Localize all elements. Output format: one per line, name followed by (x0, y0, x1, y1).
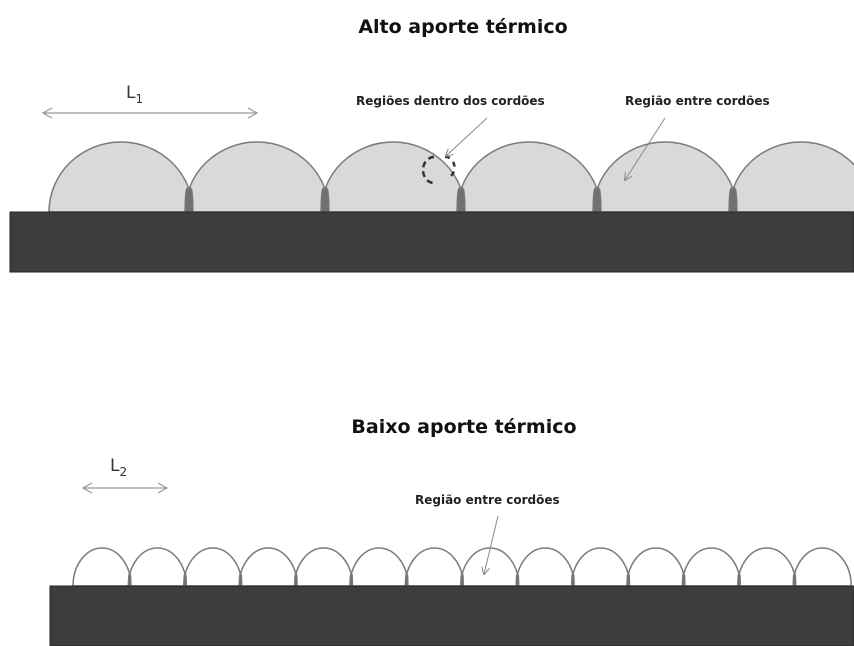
bottom-dimension-arrow (81, 482, 169, 494)
top-overlap-row (184, 187, 738, 213)
bottom-bead (792, 547, 852, 587)
top-overlap-region (592, 187, 602, 213)
bottom-overlap-region (404, 573, 409, 587)
top-overlap-region (456, 187, 466, 213)
bottom-overlap-region (183, 573, 188, 587)
bottom-overlap-region (515, 573, 520, 587)
bottom-overlap-region (293, 573, 298, 587)
top-bead (320, 141, 466, 213)
bottom-overlap-region (737, 573, 742, 587)
top-overlap-region (320, 187, 330, 213)
bottom-overlap-region (570, 573, 575, 587)
bottom-bead (349, 547, 409, 587)
top-dimension-label: L1 (126, 83, 143, 106)
top-bead (592, 141, 738, 213)
bottom-overlap-region (127, 573, 132, 587)
bottom-bead (515, 547, 575, 587)
top-bead (48, 141, 194, 213)
bottom-bead (183, 547, 243, 587)
bottom-overlap-region (626, 573, 631, 587)
bottom-bead (127, 547, 188, 587)
bottom-bead (570, 547, 631, 587)
bottom-overlap-region (792, 573, 797, 587)
between-callout-arrow-top (625, 117, 666, 180)
bottom-bead (72, 547, 132, 587)
bottom-bead (293, 547, 354, 587)
bottom-bead (460, 547, 520, 587)
top-dimension-arrow (41, 107, 259, 119)
label-between-beads-top: Região entre cordões (625, 94, 770, 108)
top-bead (728, 141, 854, 213)
bottom-overlap-row (127, 573, 797, 587)
bottom-bead (681, 547, 742, 587)
label-inside-beads: Regiões dentro dos cordões (356, 94, 545, 108)
between-callout-arrow-bottom (484, 515, 499, 574)
top-overlap-region (728, 187, 738, 213)
bottom-overlap-region (349, 573, 354, 587)
inside-region-marker (421, 155, 435, 185)
top-bead (184, 141, 330, 213)
label-between-beads-bottom: Região entre cordões (415, 493, 560, 507)
bottom-substrate (49, 585, 854, 646)
bottom-bead (737, 547, 797, 587)
top-bead (456, 141, 602, 213)
bottom-bead (238, 547, 298, 587)
bottom-overlap-region (681, 573, 686, 587)
bottom-overlap-region (460, 573, 465, 587)
top-bead-row (48, 141, 854, 213)
bottom-bead (626, 547, 686, 587)
bottom-title: Baixo aporte térmico (351, 416, 576, 438)
bottom-dimension-label: L2 (110, 456, 127, 479)
inside-callout-arrow (446, 117, 488, 156)
bottom-bead (404, 547, 465, 587)
top-substrate (9, 211, 854, 273)
bottom-overlap-region (238, 573, 243, 587)
top-title: Alto aporte térmico (358, 16, 567, 38)
top-overlap-region (184, 187, 194, 213)
